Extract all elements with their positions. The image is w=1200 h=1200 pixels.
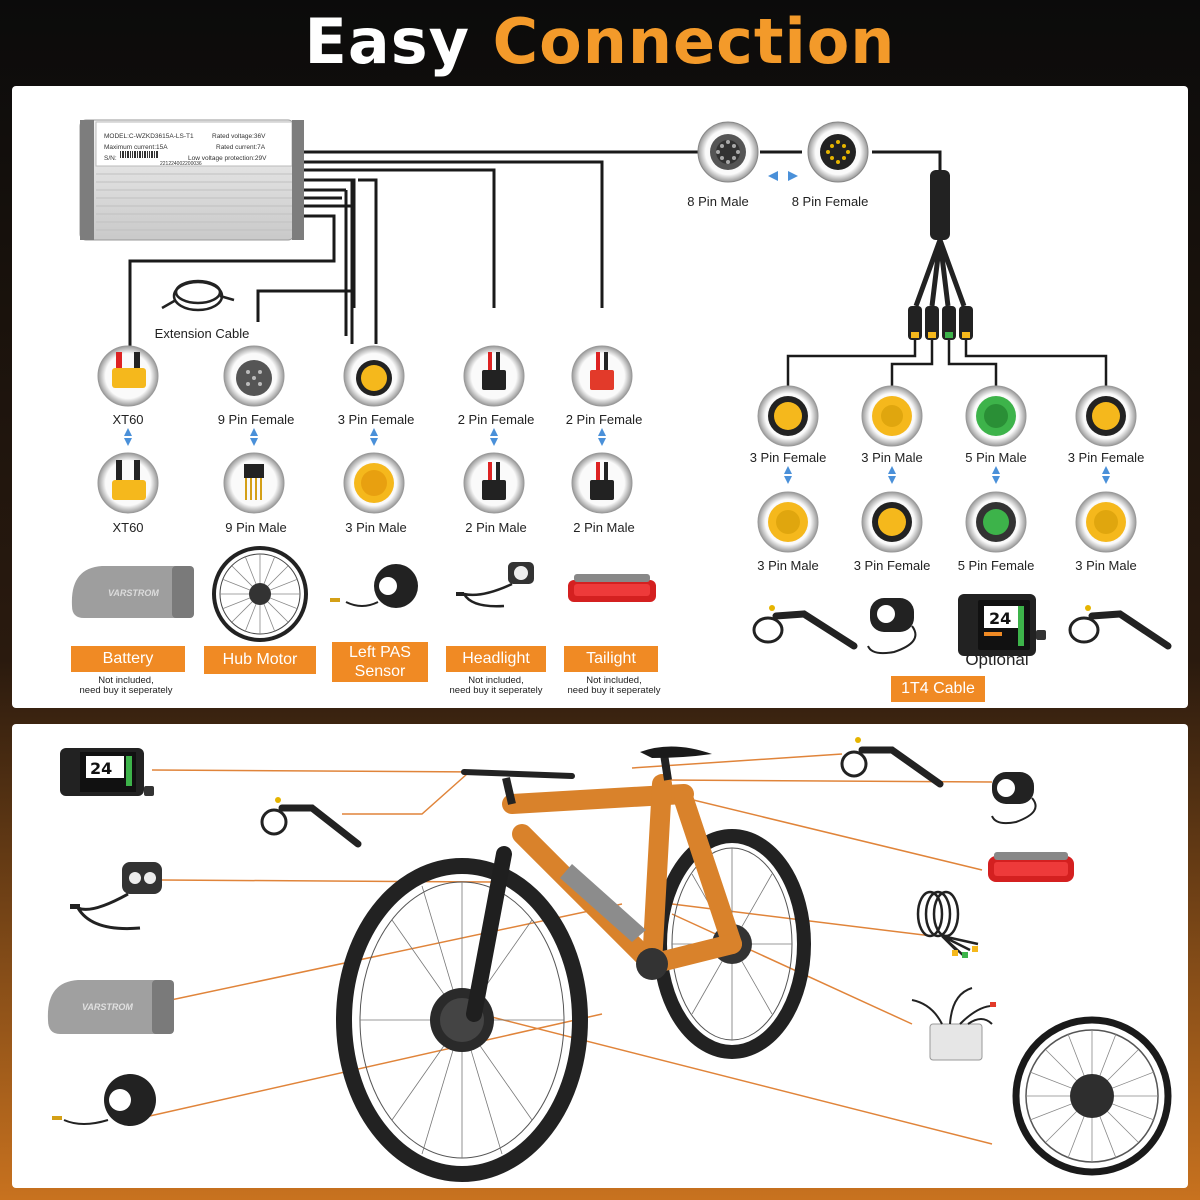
t4-cable-badge: 1T4 Cable	[891, 676, 985, 702]
battery-note-line2: need buy it seperately	[79, 685, 173, 696]
connector-bottom-3pin: 3 Pin Male	[345, 520, 407, 535]
taillight-component-icon	[988, 852, 1074, 882]
headlight-icon	[456, 562, 534, 608]
hub-motor-badge: Hub Motor	[204, 646, 316, 674]
headlight-note: Not included, need buy it seperately	[450, 676, 543, 696]
display-icon-optional: 24	[958, 594, 1046, 656]
eight-pin-female-label: 8 Pin Female	[791, 194, 869, 209]
right-brake-lever-icon	[1068, 605, 1172, 650]
headlight-component-icon	[70, 862, 162, 931]
controller-low-voltage: Low voltage protection:29V	[188, 155, 267, 162]
t4-connectors-top	[757, 385, 1137, 447]
brake-lever-component-right	[840, 737, 944, 788]
component-display-speed: 24	[90, 759, 112, 778]
connector-bottom-xt60: XT60	[112, 520, 144, 535]
left-pas-sensor-badge: Left PAS Sensor	[332, 642, 428, 682]
title-word-easy: Easy	[304, 5, 471, 78]
splitter-wires	[786, 340, 1108, 386]
connector-top-3pin: 3 Pin Female	[337, 412, 415, 427]
left-brake-lever-icon	[752, 605, 858, 650]
right-connection-arrows	[784, 466, 1110, 484]
bike-assembly-svg: 24 VARSTROM	[47, 737, 1172, 1182]
battery-badge: Battery	[71, 646, 185, 672]
t4-bottom-label-4: 3 Pin Male	[1075, 558, 1137, 573]
connector-top-2pin-a: 2 Pin Female	[457, 412, 535, 427]
controller-component-icon	[911, 987, 997, 1061]
connector-top-xt60: XT60	[112, 412, 144, 427]
headlight-note-line1: Not included,	[468, 675, 524, 686]
wiring-diagram-svg: MODEL:C-WZKD3615A-LS-T1 Maximum current:…	[71, 119, 1172, 656]
eight-pin-arrows	[768, 171, 798, 181]
controller-max-current: Maximum current:15A	[104, 144, 168, 151]
hub-motor-wheel-icon	[212, 546, 308, 642]
battery-icon: VARSTROM	[71, 566, 194, 618]
battery-component-icon: VARSTROM	[47, 980, 174, 1034]
t4-top-label-2: 3 Pin Male	[861, 450, 923, 465]
t4-bottom-label-3: 5 Pin Female	[957, 558, 1035, 573]
three-pin-connectors	[343, 345, 405, 514]
eight-pin-male-label: 8 Pin Male	[687, 194, 749, 209]
splitter-hub	[908, 170, 973, 340]
optional-label: Optional	[965, 650, 1029, 669]
taillight-icon	[568, 574, 656, 602]
component-battery-brand: VARSTROM	[82, 1002, 133, 1012]
pas-sensor-component-icon	[52, 1074, 156, 1126]
controller-sn-label: S/N:	[104, 155, 117, 162]
controller-rated-voltage: Rated voltage:36V	[212, 133, 266, 140]
t4-bottom-label-2: 3 Pin Female	[853, 558, 931, 573]
two-pin-headlight-connectors	[463, 345, 525, 514]
t4-top-label-1: 3 Pin Female	[749, 450, 827, 465]
left-connection-arrows	[124, 428, 606, 446]
headlight-badge: Headlight	[446, 646, 546, 672]
t4-cable-component-icon	[916, 890, 979, 958]
connector-bottom-2pin-a: 2 Pin Male	[465, 520, 527, 535]
throttle-component-icon	[991, 772, 1037, 825]
connector-top-9pin: 9 Pin Female	[217, 412, 295, 427]
wiring-diagram-panel: MODEL:C-WZKD3615A-LS-T1 Maximum current:…	[12, 86, 1188, 708]
connector-bottom-9pin: 9 Pin Male	[225, 520, 287, 535]
t4-connectors-bottom	[757, 491, 1137, 553]
brake-lever-component-left	[260, 797, 362, 848]
taillight-note: Not included, need buy it seperately	[568, 676, 661, 696]
t4-top-label-3: 5 Pin Male	[965, 450, 1027, 465]
title-word-connection: Connection	[492, 5, 896, 78]
pas-badge-line1: Left PAS	[349, 644, 411, 661]
controller-rated-current: Rated current:7A	[216, 144, 266, 151]
ebike-illustration	[336, 746, 811, 1182]
two-pin-taillight-connectors	[571, 345, 633, 514]
taillight-note-line1: Not included,	[586, 675, 642, 686]
taillight-badge: Tailight	[564, 646, 658, 672]
controller-unit	[79, 119, 304, 241]
bike-assembly-panel: 24 VARSTROM	[12, 724, 1188, 1188]
pas-sensor-icon	[330, 564, 418, 608]
battery-note-line1: Not included,	[98, 675, 154, 686]
taillight-note-line2: need buy it seperately	[567, 685, 661, 696]
hub-motor-component-icon	[1012, 1016, 1172, 1176]
connector-bottom-2pin-b: 2 Pin Male	[573, 520, 635, 535]
battery-brand: VARSTROM	[108, 588, 159, 598]
controller-model-text: MODEL:C-WZKD3615A-LS-T1	[104, 133, 194, 140]
extension-cable-icon	[161, 279, 235, 312]
xt60-connectors	[97, 345, 159, 514]
connector-top-2pin-b: 2 Pin Female	[565, 412, 643, 427]
headlight-note-line2: need buy it seperately	[449, 685, 543, 696]
display-speed-readout: 24	[989, 609, 1011, 628]
eight-pin-female-connector	[807, 121, 869, 183]
extension-cable-label: Extension Cable	[154, 326, 250, 341]
pas-wire	[350, 178, 378, 344]
controller-wires	[128, 150, 942, 350]
pas-badge-line2: Sensor	[354, 663, 406, 680]
battery-note: Not included, need buy it seperately	[80, 676, 173, 696]
page-title: Easy Connection	[0, 0, 1200, 84]
controller-serial: 221224002200036	[160, 161, 202, 167]
throttle-icon	[867, 598, 917, 655]
t4-bottom-label-1: 3 Pin Male	[757, 558, 819, 573]
nine-pin-connectors	[223, 345, 285, 514]
eight-pin-male-connector	[697, 121, 759, 183]
t4-top-label-4: 3 Pin Female	[1067, 450, 1145, 465]
display-component-icon: 24	[60, 748, 154, 796]
